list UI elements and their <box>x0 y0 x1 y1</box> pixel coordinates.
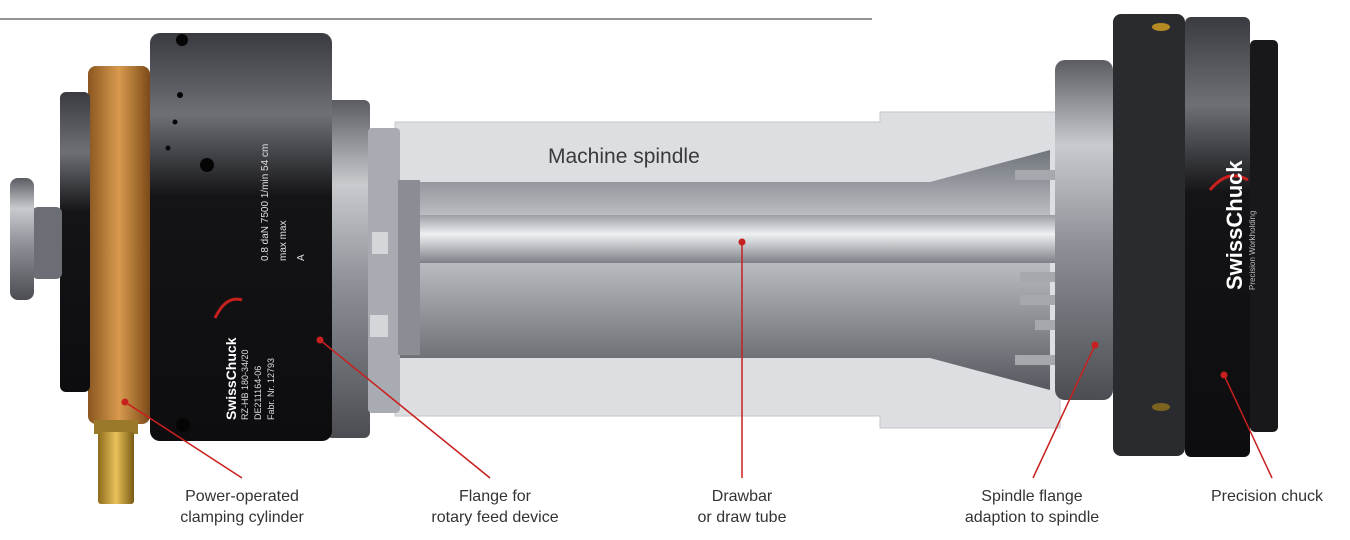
cylinder-logo-swoosh <box>213 297 243 319</box>
leader-dot <box>1220 371 1228 379</box>
label-line: rotary feed device <box>431 509 559 526</box>
chuck-body <box>1113 14 1185 456</box>
label-line: or draw tube <box>697 509 787 526</box>
draw-tube <box>400 150 1050 390</box>
flange-ring <box>368 128 400 413</box>
chuck-front <box>1185 17 1250 457</box>
flange-bolt <box>370 315 388 337</box>
chuck-screw <box>1152 23 1170 31</box>
leader-line-cylinder <box>124 401 243 479</box>
brass-fitting <box>98 432 134 504</box>
label-clamping-cylinder: Power-operated clamping cylinder <box>152 486 332 528</box>
bolt <box>1015 355 1055 365</box>
label-drawbar: Drawbar or draw tube <box>652 486 832 528</box>
chuck-jaw-housing <box>1250 40 1278 432</box>
label-line: Flange for <box>458 488 532 505</box>
cylinder-spec-line: A <box>296 254 307 261</box>
port-hole <box>177 92 183 98</box>
leader-dot <box>1091 341 1099 349</box>
port-hole <box>172 119 178 125</box>
port-hole <box>200 158 214 172</box>
label-line: adaption to spindle <box>964 509 1100 526</box>
cylinder-spec-line: max max <box>278 220 289 261</box>
cylinder-spec-line: 0.8 daN 7500 1/min 54 cm <box>260 143 271 261</box>
label-line: Drawbar <box>711 488 773 505</box>
leader-line-chuck <box>1223 374 1273 479</box>
bolt <box>1020 295 1055 305</box>
bolt <box>1015 170 1055 180</box>
cylinder-marking-line: RZ-HB 180-34/20 <box>240 349 250 420</box>
cylinder-body <box>150 33 332 441</box>
label-line: clamping cylinder <box>180 509 304 526</box>
cylinder-spec-text: 0.8 daN 7500 1/min 54 cm max max A <box>257 131 307 261</box>
bolt <box>1020 272 1055 282</box>
label-precision-chuck: Precision chuck <box>1192 486 1342 507</box>
bolt <box>1035 320 1055 330</box>
machine-spindle-label: Machine spindle <box>548 145 700 168</box>
chuck-screw <box>1152 403 1170 411</box>
cylinder-marking-line: Fabr. Nr. 12793 <box>266 357 276 420</box>
leader-line-flange <box>319 339 491 479</box>
rear-cap <box>60 92 90 392</box>
port-hole <box>176 418 190 432</box>
leader-line-spindle-flange <box>1032 344 1096 479</box>
rear-knob-face <box>10 178 34 300</box>
cylinder-logo-brand: SwissChuck <box>223 337 239 420</box>
leader-dot <box>738 238 746 246</box>
chuck-logo-tagline: Precision Workholding <box>1248 210 1257 290</box>
bronze-ring <box>88 66 150 424</box>
drawbar-rod <box>420 215 1060 263</box>
label-flange: Flange for rotary feed device <box>405 486 585 528</box>
leader-dot <box>121 398 129 406</box>
chuck-logo-brand: SwissChuck <box>1222 160 1247 290</box>
chuck-logo: SwissChuck Precision Workholding <box>1222 160 1262 290</box>
label-line: Power-operated <box>185 488 299 505</box>
spindle-flange <box>1055 60 1113 400</box>
port-hole <box>165 145 171 151</box>
leader-dot <box>316 336 324 344</box>
chuck-logo-swoosh <box>1208 174 1249 191</box>
label-line: Spindle flange <box>981 488 1083 505</box>
cylinder-logo: SwissChuck RZ-HB 180-34/20 DE211164-06 F… <box>223 270 283 420</box>
label-line: Precision chuck <box>1210 488 1324 505</box>
brass-fitting <box>94 420 138 434</box>
rear-knob <box>32 207 62 279</box>
label-spindle-flange: Spindle flange adaption to spindle <box>942 486 1122 528</box>
port-hole <box>176 34 188 46</box>
flange-hub <box>398 180 420 355</box>
cylinder-marking-line: DE211164-06 <box>253 365 263 420</box>
flange-bolt <box>372 232 388 254</box>
flange-plate <box>326 100 370 438</box>
